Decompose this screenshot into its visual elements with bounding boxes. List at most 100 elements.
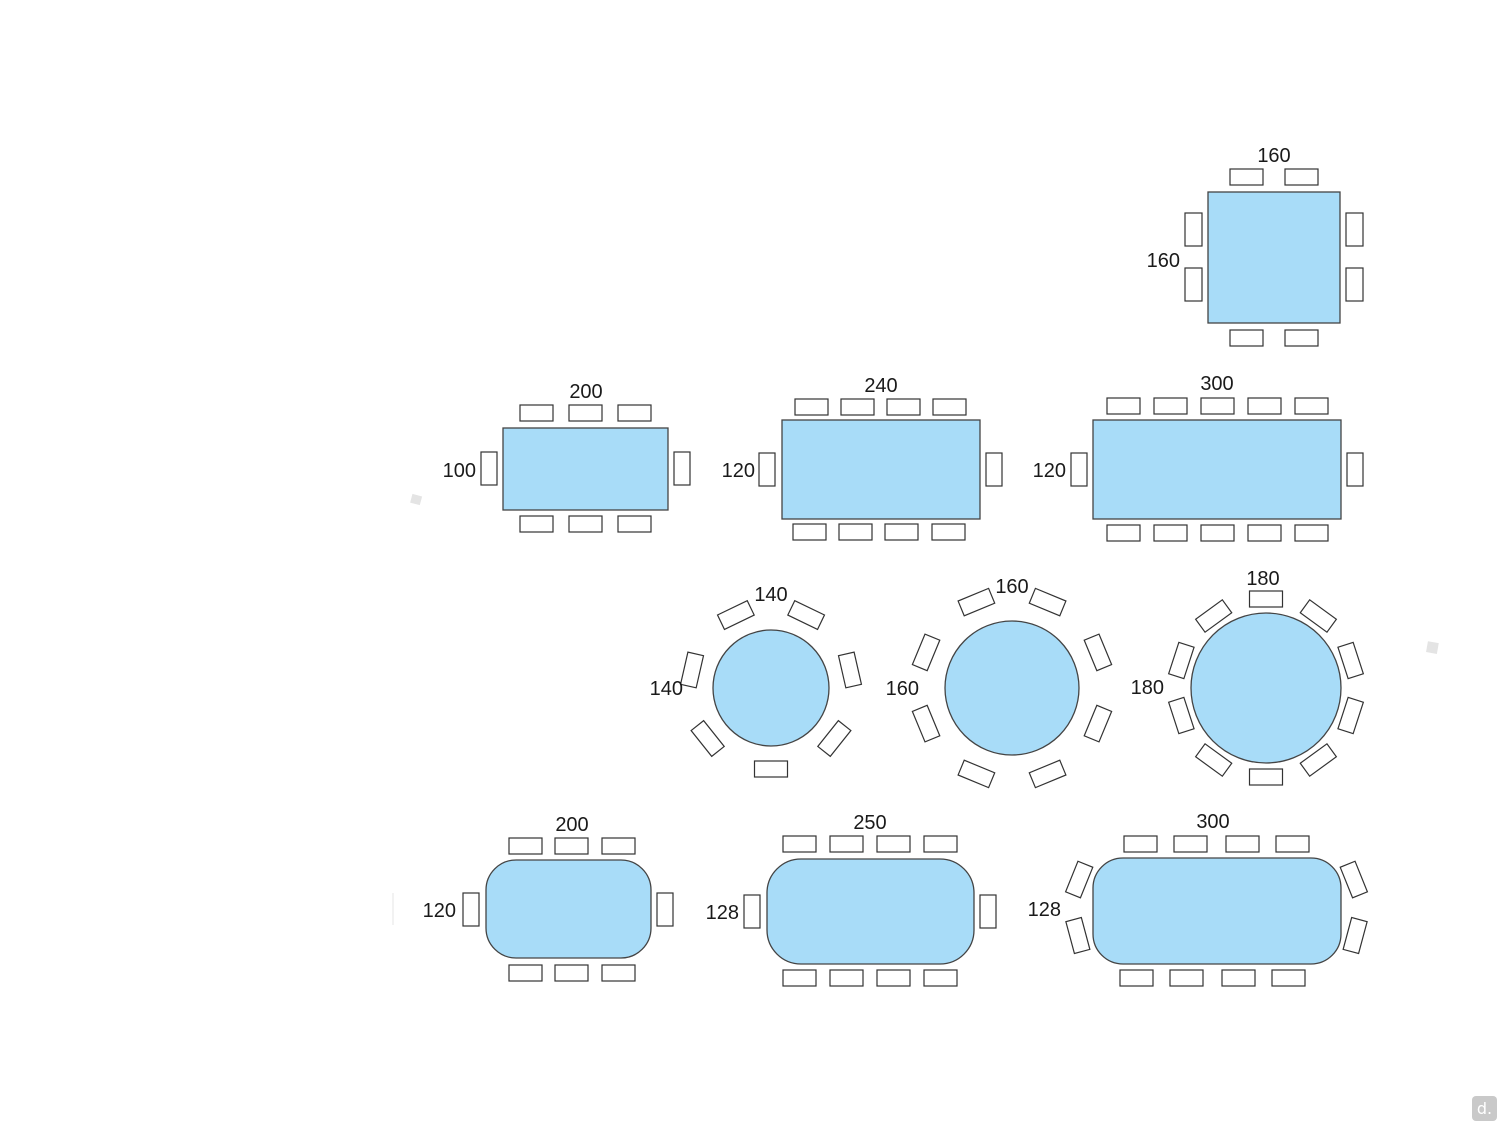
speck-mark (410, 493, 423, 506)
chair (876, 835, 911, 853)
table-rounded-300: 300 128 (1028, 811, 1369, 987)
chair (1200, 397, 1235, 415)
table-top (766, 858, 975, 965)
chair (911, 633, 941, 672)
chair (829, 835, 864, 853)
chair (931, 523, 966, 541)
chair (753, 760, 789, 778)
chair (1247, 524, 1282, 542)
chair (1194, 742, 1233, 778)
table-top (1190, 612, 1342, 764)
chair (480, 451, 498, 486)
chair (886, 398, 921, 416)
width-label: 140 (754, 584, 787, 606)
chair (673, 451, 691, 486)
table-top (712, 629, 830, 747)
chair (1294, 397, 1329, 415)
chair (1248, 590, 1284, 608)
chair (1299, 742, 1338, 778)
chair (1247, 397, 1282, 415)
depth-label: 140 (650, 678, 683, 700)
chair (554, 964, 589, 982)
chair (1221, 969, 1256, 987)
chair (876, 969, 911, 987)
chair (1106, 397, 1141, 415)
chair (884, 523, 919, 541)
chair (601, 837, 636, 855)
chair (1229, 168, 1264, 186)
watermark-text: d. (1477, 1099, 1492, 1118)
chair (787, 599, 826, 631)
chair (1342, 916, 1368, 955)
chair (1200, 524, 1235, 542)
width-label: 160 (995, 576, 1028, 598)
chair (508, 964, 543, 982)
chair (837, 651, 863, 689)
chair (1169, 969, 1204, 987)
chair (1337, 696, 1365, 735)
chair (1123, 835, 1158, 853)
chair (1339, 860, 1369, 899)
chair (1248, 768, 1284, 786)
chair (743, 894, 761, 929)
chair (1299, 598, 1338, 634)
table-rect-200: 200 100 (443, 381, 691, 533)
depth-label: 120 (1033, 460, 1066, 482)
chair (1294, 524, 1329, 542)
chair (1229, 329, 1264, 347)
chair (979, 894, 997, 929)
chair (923, 835, 958, 853)
chair (1064, 860, 1094, 899)
chair (1065, 916, 1091, 955)
chair (758, 452, 776, 487)
chair (1284, 168, 1319, 186)
depth-label: 160 (1147, 250, 1180, 272)
table-round-140: 140 140 (650, 584, 863, 778)
chair (1167, 641, 1195, 680)
chair (519, 515, 554, 533)
depth-label: 160 (886, 678, 919, 700)
chair (1345, 267, 1364, 302)
chair (1284, 329, 1319, 347)
watermark: d. (1472, 1096, 1497, 1121)
depth-label: 120 (423, 900, 456, 922)
chair (1275, 835, 1310, 853)
chair (1083, 633, 1113, 672)
chair (1028, 587, 1067, 617)
chair (1173, 835, 1208, 853)
chair (1225, 835, 1260, 853)
chair (1346, 452, 1364, 487)
chair (1070, 452, 1088, 487)
chair (1167, 696, 1195, 735)
chair (923, 969, 958, 987)
chair (792, 523, 827, 541)
table-square-160: 160 160 (1147, 145, 1364, 347)
width-label: 180 (1246, 568, 1279, 590)
chair (1153, 397, 1188, 415)
chair (690, 719, 726, 758)
width-label: 160 (1257, 145, 1290, 167)
chair (1083, 704, 1113, 743)
speck-mark (1426, 641, 1439, 654)
table-top (1092, 857, 1342, 965)
chair (985, 452, 1003, 487)
chair (679, 651, 705, 689)
depth-label: 180 (1131, 677, 1164, 699)
chair (716, 599, 755, 631)
table-top (485, 859, 652, 959)
chair (1184, 212, 1203, 247)
table-top (502, 427, 669, 511)
width-label: 250 (853, 812, 886, 834)
chair (840, 398, 875, 416)
table-rect-300: 300 120 (1033, 373, 1364, 542)
table-rounded-250: 250 128 (706, 812, 997, 987)
d-logo-icon (1472, 1096, 1497, 1121)
width-label: 200 (569, 381, 602, 403)
depth-label: 100 (443, 460, 476, 482)
depth-label: 120 (722, 460, 755, 482)
chair (1119, 969, 1154, 987)
chair (957, 587, 996, 617)
table-top (781, 419, 981, 520)
width-label: 300 (1196, 811, 1229, 833)
depth-label: 128 (1028, 899, 1061, 921)
